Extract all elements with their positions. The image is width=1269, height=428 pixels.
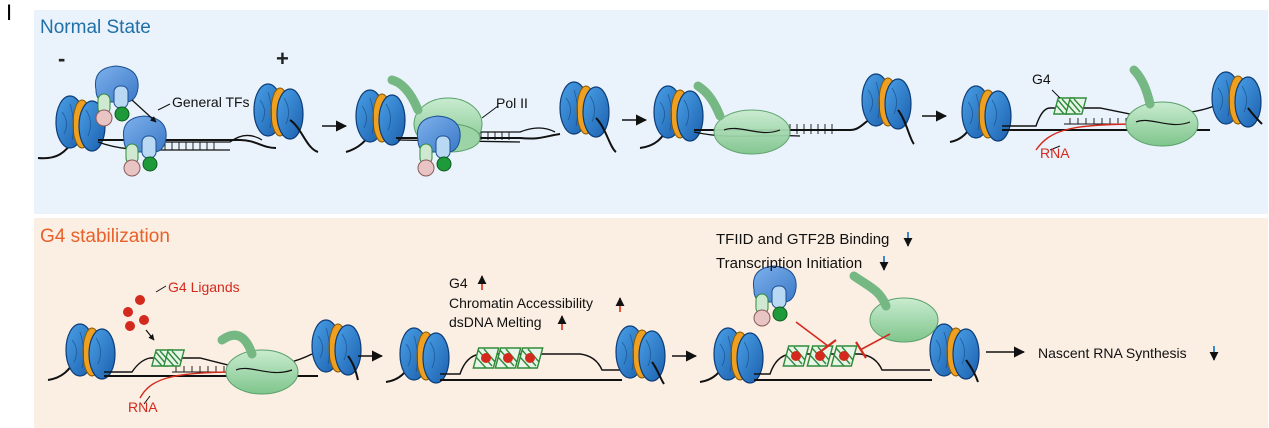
- ligand-dot: [139, 315, 149, 325]
- plus-sign: +: [276, 46, 289, 71]
- normal-stage-2: [345, 75, 617, 177]
- g4-ligands-label: G4 Ligands: [168, 279, 240, 295]
- normal-stage-1: [37, 65, 319, 177]
- tfiid-binding-label: TFIID and GTF2B Binding: [716, 231, 890, 248]
- stabilization-stage-1: [47, 285, 362, 405]
- normal-stage-4: [949, 65, 1263, 151]
- effect-chromatin-accessibility: Chromatin Accessibility: [449, 295, 593, 311]
- stabilization-stage-2: [385, 325, 666, 385]
- transcription-initiation-label: Transcription Initiation: [716, 255, 863, 272]
- g4-stabilization-title: G4 stabilization: [40, 226, 170, 247]
- minus-sign: -: [58, 46, 66, 71]
- general-tfs-label: General TFs: [172, 94, 250, 110]
- normal-state-title: Normal State: [40, 17, 151, 38]
- figure-letter: I: [6, 0, 13, 25]
- nascent-rna-label: Nascent RNA Synthesis: [1038, 345, 1187, 361]
- ligand-dot: [125, 321, 135, 331]
- g4-label: G4: [1032, 71, 1051, 87]
- effect-dsdna-melting: dsDNA Melting: [449, 314, 542, 330]
- g4-stabilization-panel: [34, 218, 1268, 428]
- rna-label-bottom: RNA: [128, 399, 158, 415]
- normal-stage-3: [639, 73, 915, 155]
- ligand-dot: [135, 295, 145, 305]
- rna-label: RNA: [1040, 145, 1070, 161]
- ligand-dot: [123, 307, 133, 317]
- stabilization-stage-3: [699, 265, 980, 384]
- effect-g4: G4: [449, 275, 468, 291]
- pol2-label: Pol II: [496, 95, 528, 111]
